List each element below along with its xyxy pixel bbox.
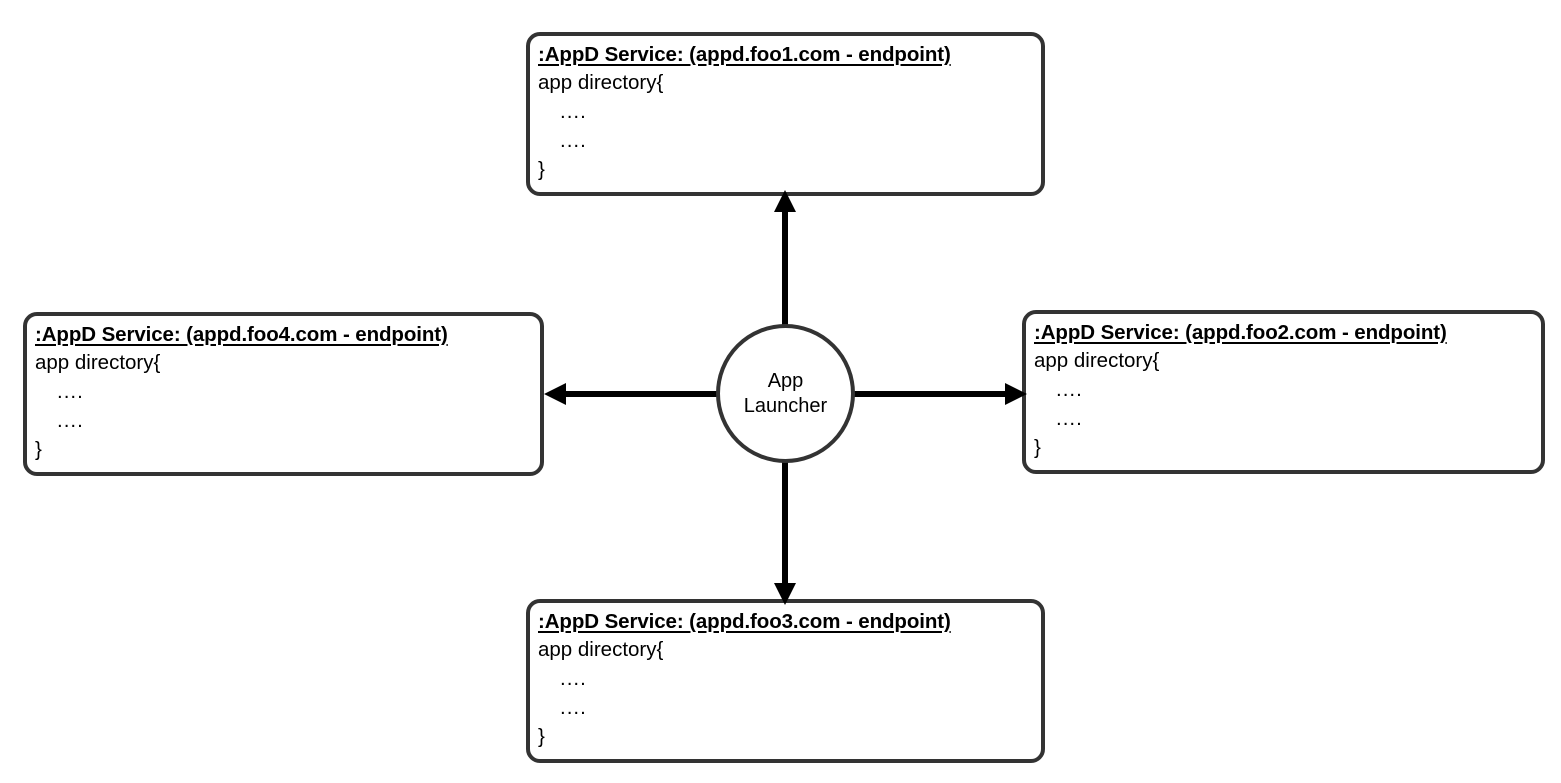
service-box-title: :AppD Service: (appd.foo1.com - endpoint…	[538, 43, 951, 66]
service-box-line: ....	[560, 129, 587, 152]
connector-hub-to-foo2	[845, 379, 1031, 409]
service-box-body: :AppD Service: (appd.foo4.com - endpoint…	[27, 316, 540, 464]
service-box-line: ....	[560, 696, 587, 719]
service-box-line: ....	[1056, 378, 1083, 401]
app-launcher-node[interactable]: App Launcher	[716, 324, 855, 463]
service-box-line: }	[1034, 436, 1041, 459]
service-box-line: app directory{	[538, 638, 664, 661]
service-box-line: }	[538, 725, 545, 748]
service-box-title: :AppD Service: (appd.foo3.com - endpoint…	[538, 610, 951, 633]
service-box-body: :AppD Service: (appd.foo1.com - endpoint…	[530, 36, 1041, 184]
service-box-line: app directory{	[538, 71, 664, 94]
connector-hub-to-foo1	[770, 190, 800, 330]
service-box-line: }	[538, 158, 545, 181]
service-box-line: ....	[560, 667, 587, 690]
connector-hub-to-foo3	[770, 457, 800, 605]
service-box-line: }	[35, 438, 42, 461]
service-box-body: :AppD Service: (appd.foo3.com - endpoint…	[530, 603, 1041, 751]
service-box-line: ....	[57, 409, 84, 432]
service-box-body: :AppD Service: (appd.foo2.com - endpoint…	[1026, 314, 1541, 462]
service-box-line: app directory{	[35, 351, 161, 374]
service-box-title: :AppD Service: (appd.foo2.com - endpoint…	[1034, 321, 1447, 344]
connector-hub-to-foo4	[540, 379, 726, 409]
service-box-line: ....	[57, 380, 84, 403]
service-box-title: :AppD Service: (appd.foo4.com - endpoint…	[35, 323, 448, 346]
service-box-appd-foo2[interactable]: :AppD Service: (appd.foo2.com - endpoint…	[1022, 310, 1545, 474]
service-box-appd-foo1[interactable]: :AppD Service: (appd.foo1.com - endpoint…	[526, 32, 1045, 196]
service-box-appd-foo3[interactable]: :AppD Service: (appd.foo3.com - endpoint…	[526, 599, 1045, 763]
app-launcher-label: App Launcher	[743, 369, 828, 417]
service-box-line: ....	[560, 100, 587, 123]
service-box-line: app directory{	[1034, 349, 1160, 372]
service-box-appd-foo4[interactable]: :AppD Service: (appd.foo4.com - endpoint…	[23, 312, 544, 476]
service-box-line: ....	[1056, 407, 1083, 430]
